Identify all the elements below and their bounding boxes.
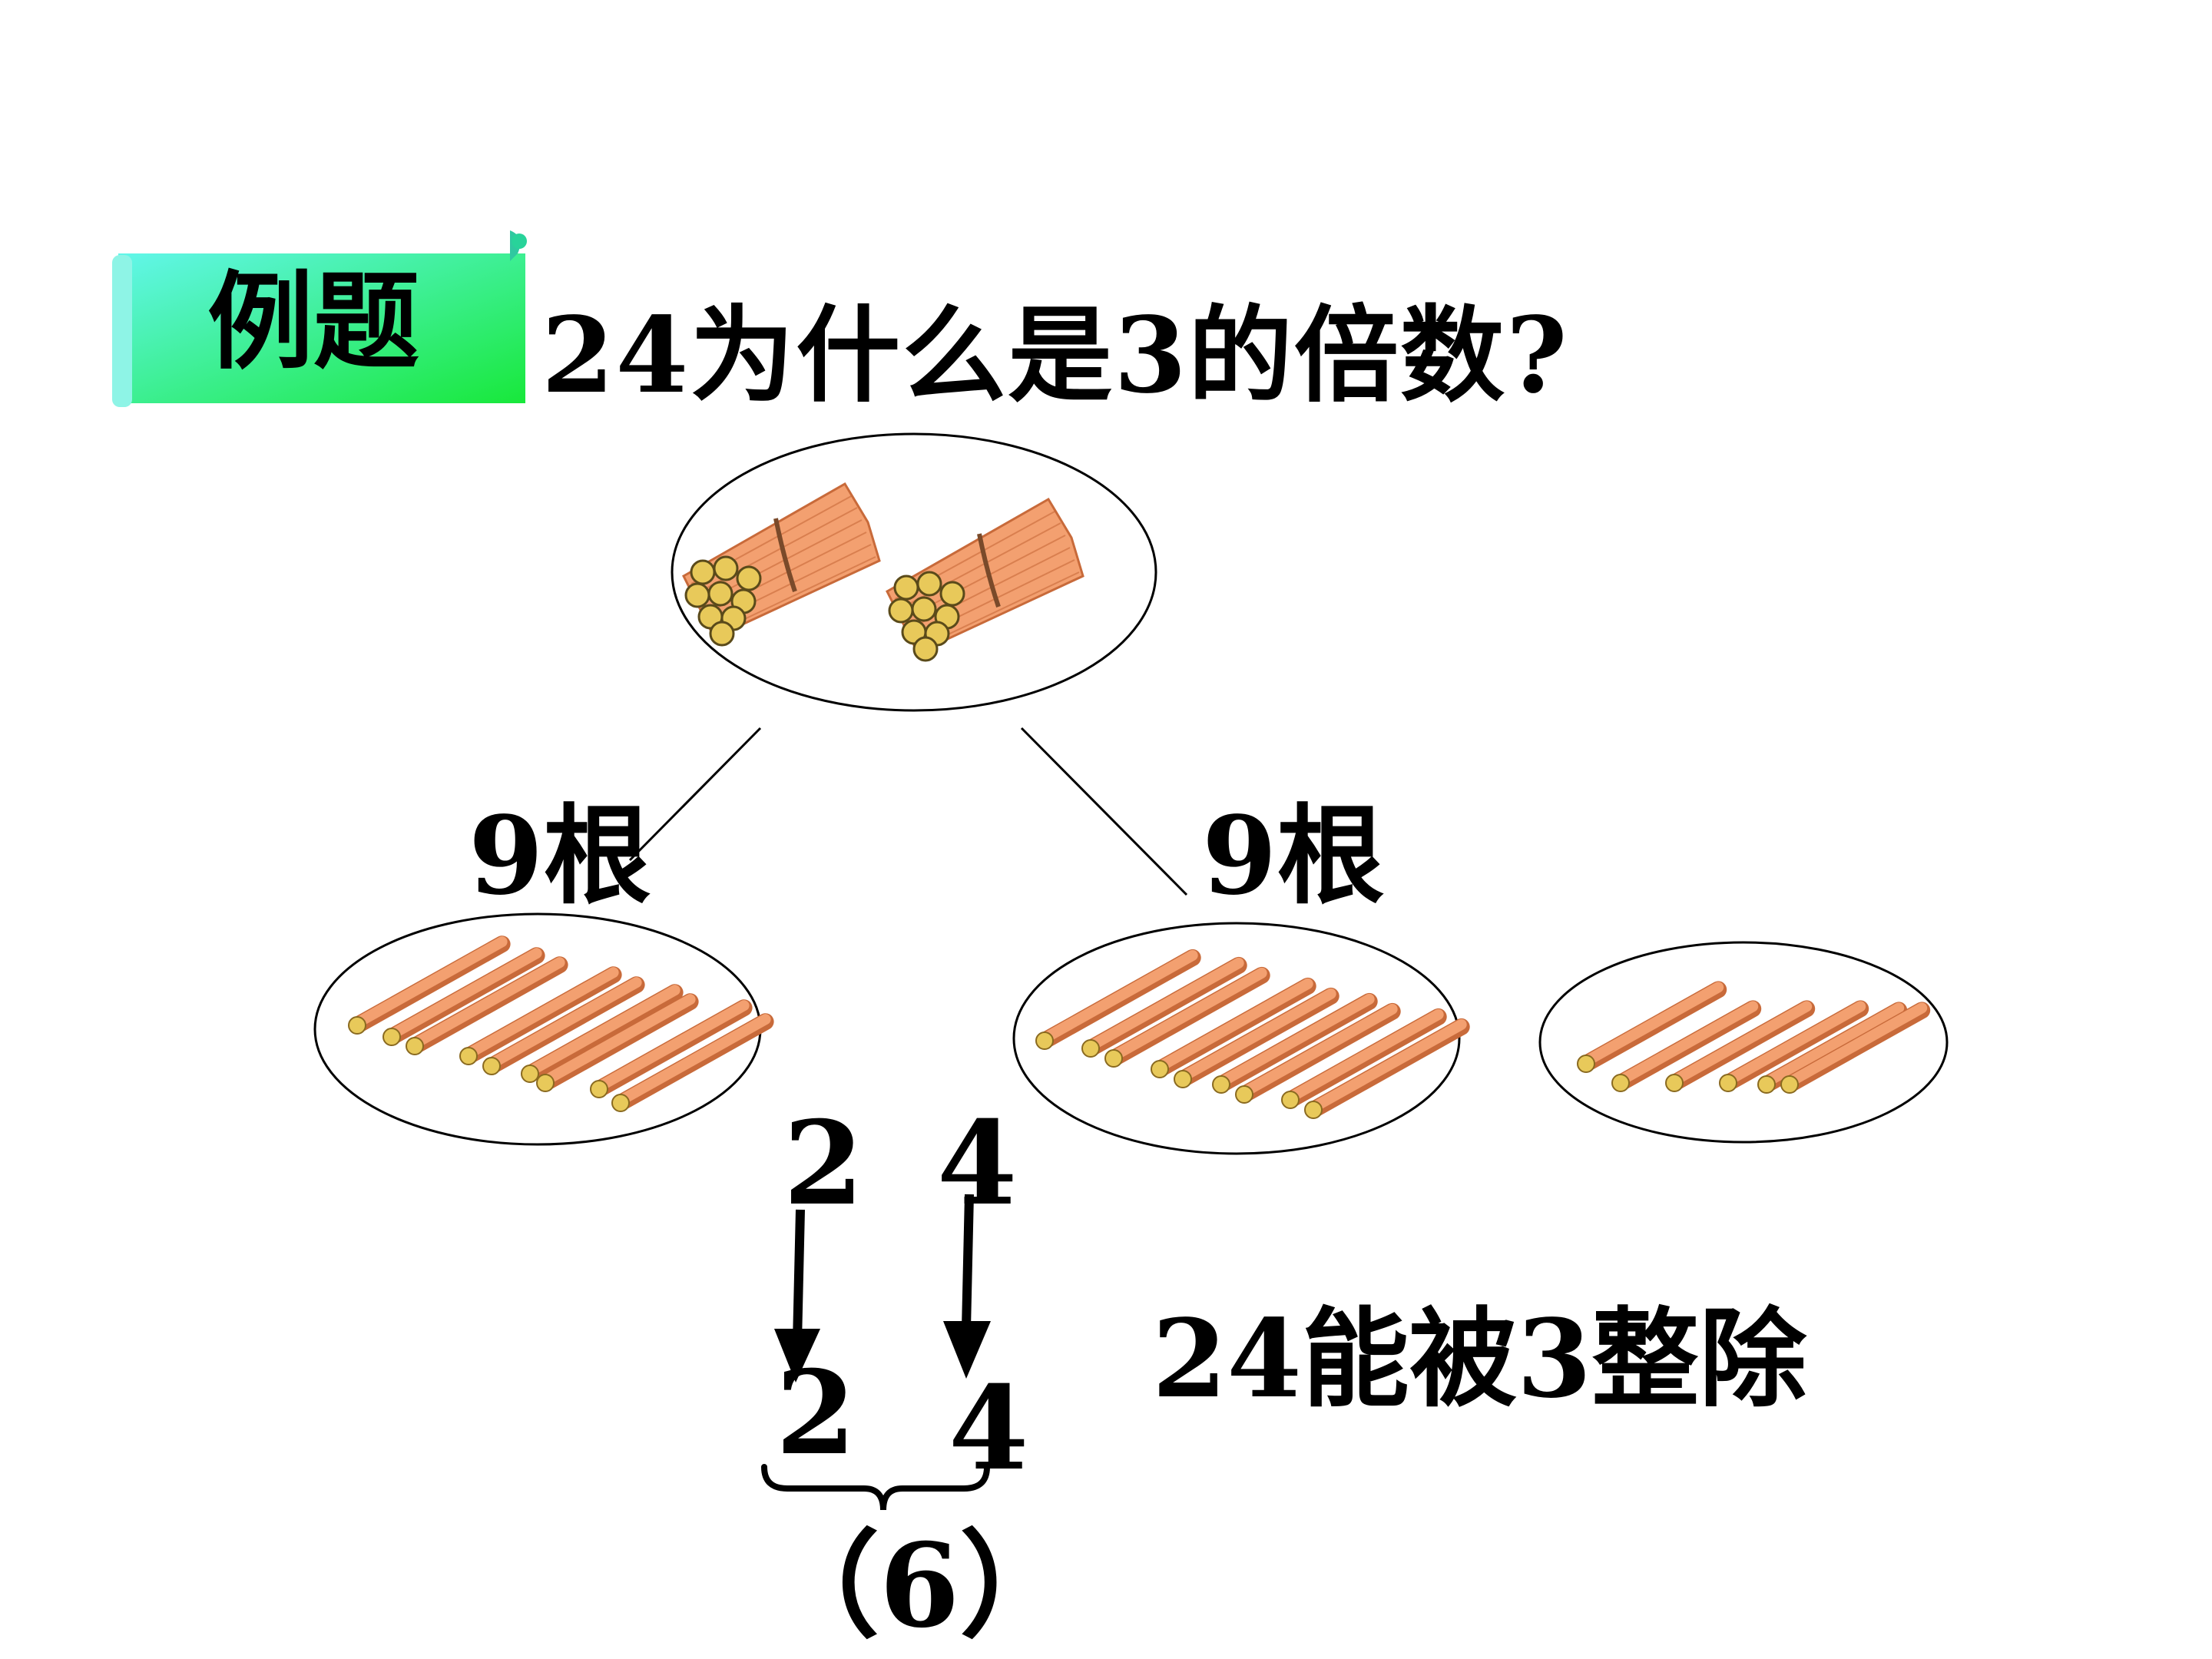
bundles-ellipse <box>671 432 1157 712</box>
left-stick-2 <box>382 947 545 1046</box>
left-stick-7 <box>536 993 699 1092</box>
bundle2-end-9 <box>912 636 939 662</box>
bundle2-end-5 <box>911 596 937 622</box>
left-group-label: 9根 <box>469 793 651 919</box>
left-sticks <box>348 935 774 1112</box>
example-badge <box>112 230 527 407</box>
digit-bottom-tens: 2 <box>776 1346 856 1481</box>
arrow-tens-head <box>774 1329 820 1382</box>
left-stick-1 <box>348 935 511 1035</box>
bundle1-end-1 <box>690 559 716 585</box>
middle-stick-5 <box>1174 987 1339 1088</box>
conclusion-text: 24能被3整除 <box>1152 1296 1807 1422</box>
question-title: 24为什么是3的倍数? <box>541 294 1569 417</box>
middle-stick-8 <box>1281 1008 1447 1109</box>
right-stick-6 <box>1780 1002 1931 1094</box>
middle-stick-7 <box>1235 1002 1401 1104</box>
bundle1-end-5 <box>707 581 733 607</box>
left-stick-9 <box>611 1013 774 1112</box>
sum-brace <box>761 1464 990 1511</box>
bundle2-tie <box>977 533 1001 608</box>
bundle1-tie <box>773 518 797 592</box>
right-stick-2 <box>1611 1000 1762 1092</box>
bundle1-end-2 <box>713 555 739 581</box>
right-sticks <box>1577 981 1931 1094</box>
bundle2-end-4 <box>888 598 914 624</box>
arrow-ones-head <box>943 1321 991 1379</box>
middle-stick-6 <box>1212 992 1378 1094</box>
bundle2-end-1 <box>893 575 919 601</box>
bundle2-end-3 <box>939 581 965 607</box>
bundle2-stripe <box>925 571 1080 646</box>
left-stick-3 <box>406 956 568 1055</box>
bundle1-end-4 <box>684 582 710 608</box>
right-stick-1 <box>1577 981 1727 1073</box>
bundle1-end-3 <box>736 565 762 591</box>
digit-top-tens: 2 <box>783 1096 864 1231</box>
right-stick-4 <box>1719 1000 1869 1092</box>
bundle2-end-2 <box>916 571 942 597</box>
middle-stick-9 <box>1304 1018 1470 1119</box>
middle-sticks-ellipse <box>1012 922 1461 1155</box>
digit-top-ones: 4 <box>937 1096 1018 1231</box>
right-stick-5 <box>1757 1002 1908 1094</box>
stick-bundle-2 <box>886 497 1084 662</box>
digit-bottom-ones: 4 <box>949 1361 1029 1496</box>
right-stick-3 <box>1665 1000 1816 1092</box>
split-line-right <box>1020 727 1188 896</box>
middle-stick-2 <box>1081 956 1247 1058</box>
split-line-left <box>628 727 762 862</box>
right-group-label: 9根 <box>1202 793 1385 919</box>
bundle1-stripe <box>721 556 876 631</box>
middle-stick-3 <box>1104 966 1270 1068</box>
left-stick-6 <box>521 984 684 1083</box>
digit-sum: （6） <box>764 1518 1075 1654</box>
middle-stick-1 <box>1035 949 1201 1050</box>
middle-stick-4 <box>1151 977 1316 1078</box>
left-stick-8 <box>590 999 753 1098</box>
arrow-ones <box>962 1194 974 1330</box>
left-stick-4 <box>459 966 622 1065</box>
right-sticks-ellipse <box>1538 941 1949 1144</box>
left-stick-5 <box>482 976 645 1075</box>
stick-bundle-1 <box>682 482 881 647</box>
bundle1-end-9 <box>709 621 735 647</box>
badge-label: 例题 <box>207 259 420 384</box>
middle-sticks <box>1035 949 1470 1119</box>
